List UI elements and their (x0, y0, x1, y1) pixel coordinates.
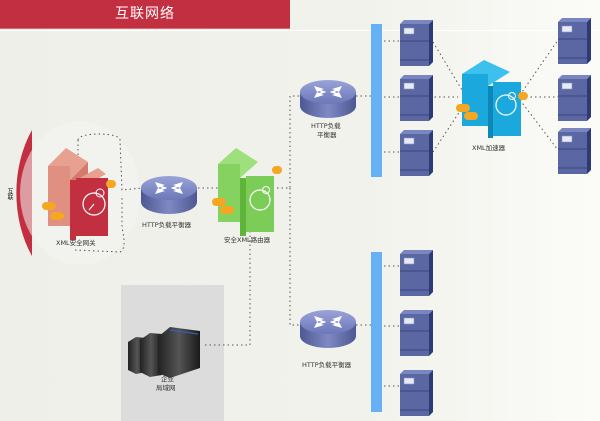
server-icon (399, 369, 434, 417)
enterprise-label-1: 企业 (161, 375, 174, 383)
server-icon (399, 249, 434, 297)
secure-xml-router-label: 安全XML路由器 (224, 236, 271, 244)
router-icon (300, 310, 356, 348)
switch-bar-icon (371, 252, 382, 412)
server-icon (399, 74, 434, 122)
title-divider (0, 30, 600, 31)
http-lb-top-label-2: 平衡器 (317, 131, 337, 139)
switch-bar-icon (371, 24, 382, 177)
server-icon (557, 74, 592, 122)
router-icon (141, 176, 197, 214)
server-icon (557, 127, 592, 175)
enterprise-label-2: 局域网 (156, 384, 176, 392)
http-lb-bottom-label: HTTP负载平衡器 (302, 361, 352, 369)
connection-lines (74, 39, 559, 387)
xml-accelerator-label: XML加速器 (472, 144, 506, 152)
xml-gateway-icon (42, 148, 116, 240)
xml-gateway-label: XML安全网关 (56, 239, 96, 247)
internet-label: 互联 (6, 188, 13, 200)
server-icon (557, 17, 592, 65)
xml-router-icon (212, 148, 282, 236)
datacenter-icon (128, 327, 200, 378)
server-icon (399, 309, 434, 357)
server-icon (399, 129, 434, 177)
router-icon (300, 80, 356, 118)
xml-accelerator-icon (456, 60, 528, 138)
http-lb-top-label-1: HTTP负载 (311, 122, 341, 130)
http-lb-left-label: HTTP负载平衡器 (142, 221, 192, 229)
diagram-title: 互联网络 (0, 0, 290, 29)
server-icon (399, 19, 434, 67)
